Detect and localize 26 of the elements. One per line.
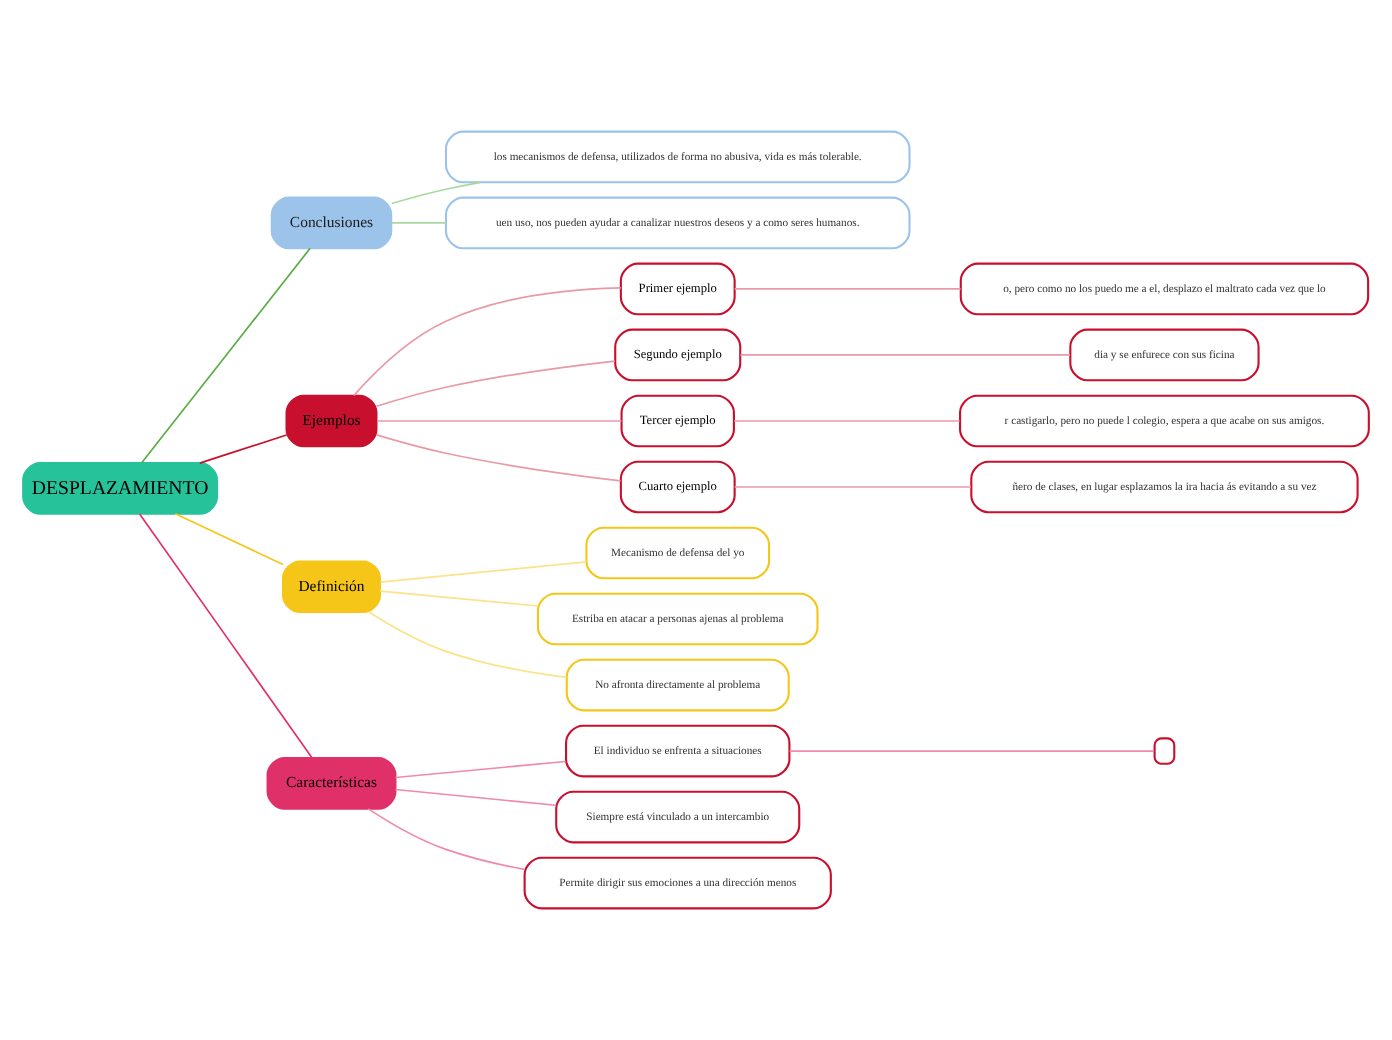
connector (379, 561, 588, 583)
connector (733, 486, 972, 488)
connector (138, 513, 313, 759)
connector (733, 288, 962, 290)
connector (367, 808, 526, 871)
connector (375, 434, 622, 482)
connector (394, 788, 557, 807)
node-box (1153, 737, 1176, 765)
connector (733, 420, 961, 422)
connector (174, 512, 284, 566)
node-box: Definición (282, 560, 381, 614)
connector (376, 420, 623, 422)
connector (394, 760, 567, 779)
connector (352, 287, 622, 397)
node-box: Conclusiones (270, 196, 393, 250)
connector (788, 750, 1155, 752)
connector (375, 360, 616, 408)
connector (390, 222, 447, 224)
node-box: DESPLAZAMIENTO (22, 462, 219, 515)
connector (739, 354, 1071, 356)
connector (198, 434, 288, 464)
node-box: Ejemplos (285, 394, 378, 448)
connector (140, 247, 311, 464)
connector (379, 590, 539, 607)
connector (368, 611, 568, 679)
node-box: Características (266, 757, 397, 810)
